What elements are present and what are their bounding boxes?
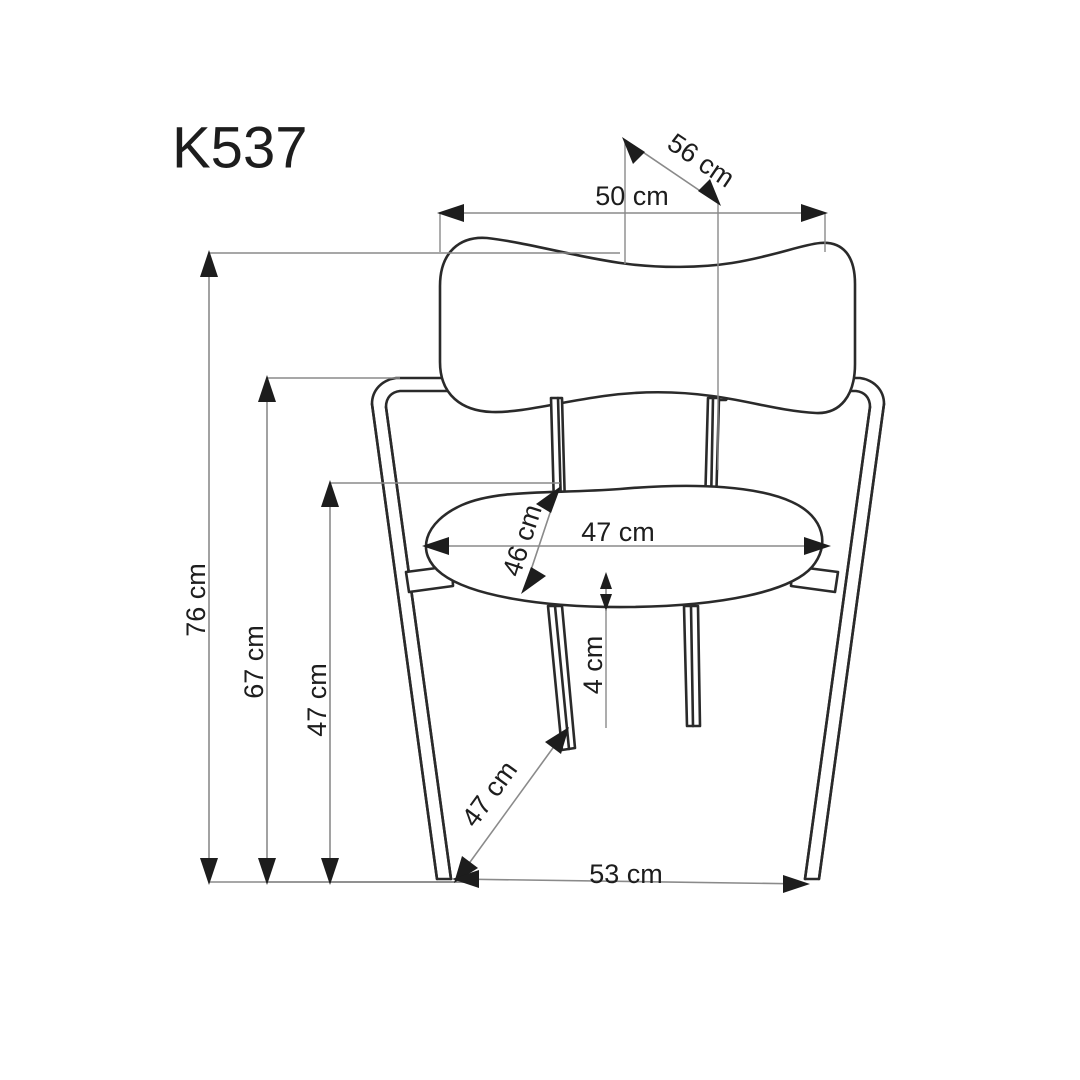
dimension-armrest-height: 67 cm [239,375,470,885]
arrowhead-up [200,250,218,277]
left-armrest-inner-line [384,405,453,881]
arrowhead-right [801,204,828,222]
label-backrest-width: 50 cm [595,181,669,211]
label-leg-diagonal: 47 cm [456,755,523,832]
arrowhead-downleft [521,567,546,594]
dimension-base-width: 53 cm [452,859,810,893]
arrowhead-downright [698,179,721,206]
arrowhead-up [321,480,339,507]
arrowhead-down [258,858,276,885]
label-armrest-height: 67 cm [239,625,269,699]
page-title: K537 [172,115,307,180]
dimension-seat-width: 47 cm [422,517,831,555]
backrest-cushion [438,236,857,415]
dimension-seat-height: 47 cm [302,480,560,885]
label-seat-width: 47 cm [581,517,655,547]
arrowhead-upleft [622,137,645,164]
label-seat-height: 47 cm [302,663,332,737]
right-armrest-frame [707,376,886,881]
arrowhead-left [437,204,464,222]
label-seat-thickness: 4 cm [578,636,608,695]
front-leg-left-inner [553,604,571,751]
arrowhead-down [321,858,339,885]
chair-illustration [370,236,886,881]
dimension-leg-diagonal: 47 cm [454,727,569,883]
arrowhead-upright [536,486,561,513]
arrowhead-right [804,537,831,555]
dimension-seat-thickness: 4 cm [578,572,612,728]
left-front-leg-outline [370,402,439,881]
label-base-width: 53 cm [589,859,663,889]
arrowhead-left [452,870,479,888]
arrowhead-down [600,594,612,611]
arrowhead-left [422,537,449,555]
right-armrest-inner-line [803,405,872,881]
arrowhead-upright [545,727,569,754]
label-backrest-diagonal: 56 cm [662,127,740,193]
dimension-backrest-width: 50 cm [437,181,828,252]
arrowhead-downleft [454,856,478,883]
front-leg-right-inner [689,604,695,728]
arrowhead-up [258,375,276,402]
label-total-height: 76 cm [181,563,211,637]
arrowhead-up [600,572,612,589]
arrowhead-down [200,858,218,885]
back-support-post-left-inner [556,396,563,508]
arrowhead-right [783,875,810,893]
right-front-leg-outline [817,402,886,881]
